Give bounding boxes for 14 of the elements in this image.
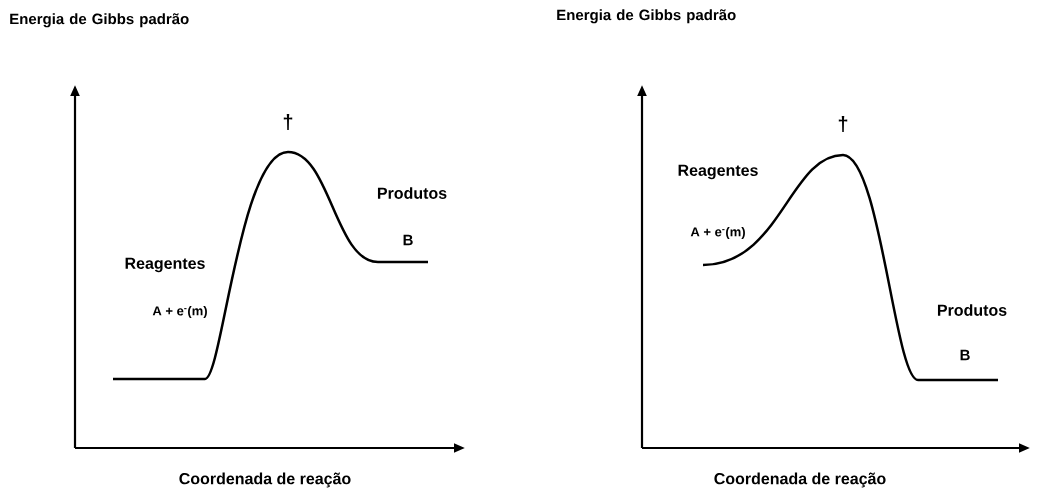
curve-label: A + e$^{-}$(m) xyxy=(690,226,745,240)
curve-label: Reagentes xyxy=(678,164,758,180)
axis-title: Energia de Gibbs padrão xyxy=(557,9,736,24)
curve-label: Reagentes xyxy=(125,257,205,273)
curve-label: A + e$^{-}$(m) xyxy=(152,305,207,319)
axis-title: Coordenada de reação xyxy=(714,472,886,488)
curve-label: B xyxy=(403,234,413,246)
curve-label: Produtos xyxy=(377,187,447,199)
curve-label: Produtos xyxy=(937,304,1007,316)
dagger-symbol: † xyxy=(283,114,293,130)
axis-title: Energia de Gibbs padrão xyxy=(10,13,189,28)
axis-title: Coordenada de reação xyxy=(179,472,351,488)
curve-label: B xyxy=(960,349,970,361)
dagger-symbol: † xyxy=(838,116,848,132)
